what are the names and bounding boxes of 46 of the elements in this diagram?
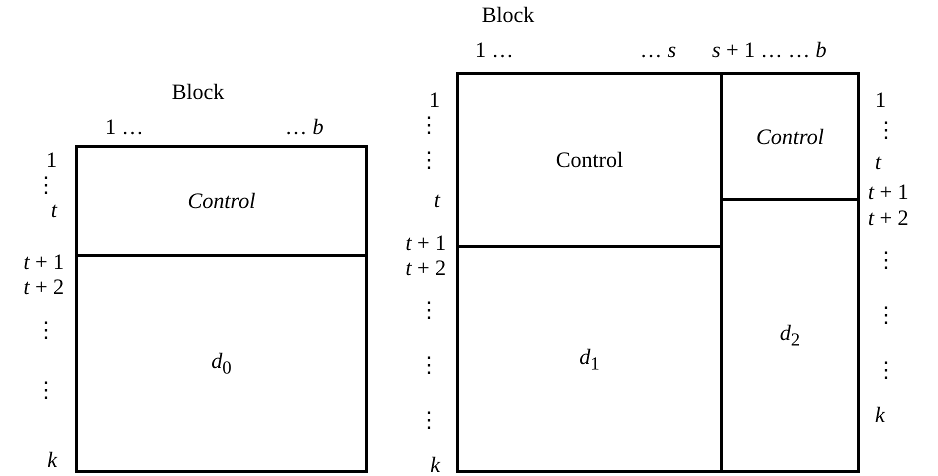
ellipsis-dots: ⋮	[418, 114, 440, 136]
ellipsis-dots: ⋮	[875, 119, 897, 141]
row-number: t + 1	[405, 232, 446, 254]
ellipsis-dots: ⋮	[418, 149, 440, 171]
row-number: t + 1	[23, 251, 64, 273]
region-label: d$_{2}$	[780, 320, 800, 351]
ellipsis-dots: ⋮	[875, 304, 897, 326]
row-number: t + 2	[405, 257, 446, 279]
row-number: 1	[46, 149, 57, 171]
row-number: t	[50, 199, 57, 221]
table-region	[75, 254, 368, 473]
axis-title: Block	[172, 81, 224, 103]
row-number: t	[875, 151, 882, 173]
row-number: t + 2	[23, 276, 64, 298]
row-number: k	[47, 449, 57, 471]
table-region	[456, 72, 723, 248]
column-number: … b	[285, 116, 324, 138]
table-region	[720, 198, 860, 473]
row-number: k	[875, 404, 885, 426]
region-label: Control	[188, 188, 256, 214]
row-number: 1	[429, 89, 440, 111]
row-number: 1	[875, 89, 886, 111]
column-number: 1 …	[105, 116, 144, 138]
region-label: Control	[556, 147, 624, 173]
column-number: 1 …	[475, 39, 514, 61]
ellipsis-dots: ⋮	[418, 354, 440, 376]
ellipsis-dots: ⋮	[418, 409, 440, 431]
table-region	[75, 145, 368, 257]
row-number: t	[434, 189, 440, 211]
region-label: d$_{1}$	[579, 344, 600, 374]
row-number: t + 1	[868, 181, 909, 203]
axis-title: Block	[482, 4, 534, 26]
ellipsis-dots: ⋮	[875, 359, 897, 381]
ellipsis-dots: ⋮	[35, 379, 57, 401]
ellipsis-dots: ⋮	[875, 249, 897, 271]
column-number: … s	[640, 39, 676, 61]
table-region	[720, 72, 860, 201]
table-region	[456, 245, 723, 473]
ellipsis-dots: ⋮	[35, 174, 57, 196]
region-label: Control	[756, 124, 824, 150]
ellipsis-dots: ⋮	[418, 299, 440, 321]
column-number: s + 1 … … b	[712, 39, 826, 61]
row-number: t + 2	[868, 207, 909, 229]
ellipsis-dots: ⋮	[35, 319, 57, 341]
region-label: d$_{0}$	[211, 348, 232, 379]
row-number: k	[430, 454, 440, 476]
